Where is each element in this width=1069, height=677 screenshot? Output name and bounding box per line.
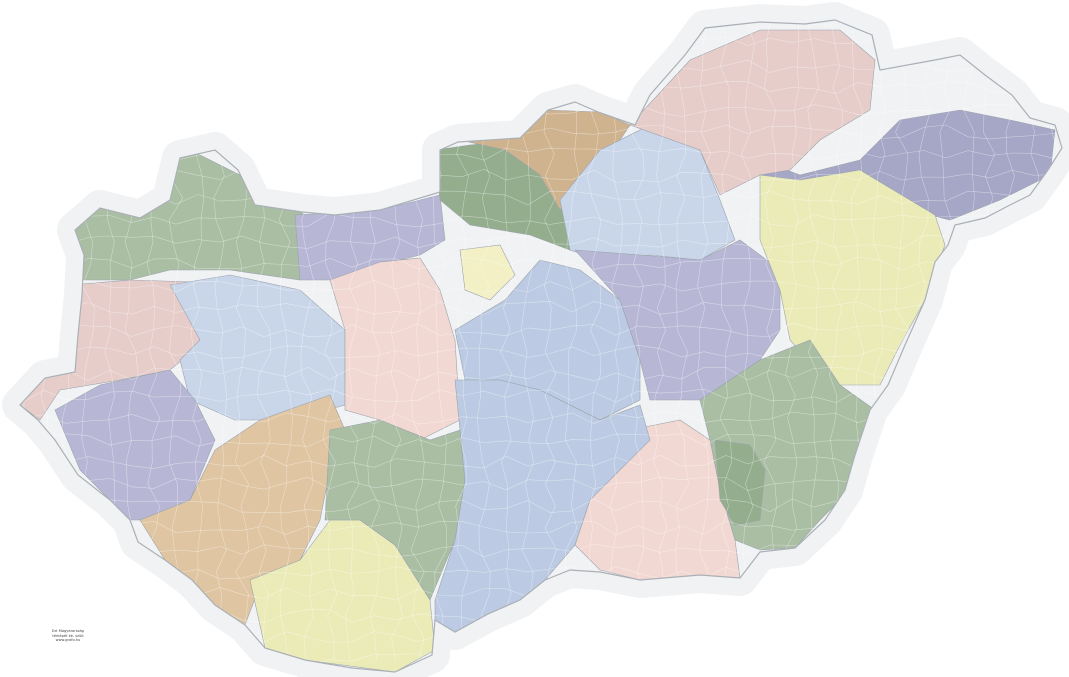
district-line	[564, 20, 580, 661]
region-r7	[294, 194, 446, 281]
region-r12	[459, 244, 516, 301]
district-line	[675, 20, 689, 661]
district-line	[20, 212, 1057, 228]
district-line	[0, 0, 1056, 7]
district-line	[653, 20, 668, 661]
credit-line-2: térképét ké- szült	[52, 633, 84, 638]
region-r16	[629, 29, 876, 196]
district-line	[20, 630, 1057, 645]
district-line	[20, 366, 1057, 382]
district-line	[20, 20, 1057, 30]
district-line	[20, 20, 30, 661]
district-line	[20, 256, 1057, 271]
district-line	[0, 0, 6, 660]
district-line	[741, 20, 755, 661]
district-line	[20, 300, 1057, 315]
district-line	[20, 278, 1057, 293]
map-credit: Ezt Magyarország térképét ké- szült www.…	[42, 629, 94, 643]
district-line	[20, 36, 1057, 51]
district-line	[37, 20, 51, 661]
region-r4	[54, 369, 216, 521]
district-line	[20, 344, 1057, 360]
district-line	[20, 652, 1057, 668]
region-r1	[59, 149, 306, 281]
district-line	[586, 20, 602, 661]
district-line	[719, 20, 733, 661]
credit-line-1: Ezt Magyarország	[52, 629, 84, 633]
district-line	[20, 190, 1057, 206]
country-outline	[19, 19, 1063, 673]
district-line	[20, 234, 1057, 250]
district-line	[697, 20, 711, 661]
credit-line-3: www.grafo.hu	[55, 638, 81, 643]
region-r17	[574, 239, 781, 401]
district-line	[1049, 20, 1062, 661]
region-r21	[714, 439, 766, 526]
district-line	[20, 322, 1057, 338]
regions-layer	[20, 29, 1056, 672]
region-r18	[759, 169, 946, 386]
